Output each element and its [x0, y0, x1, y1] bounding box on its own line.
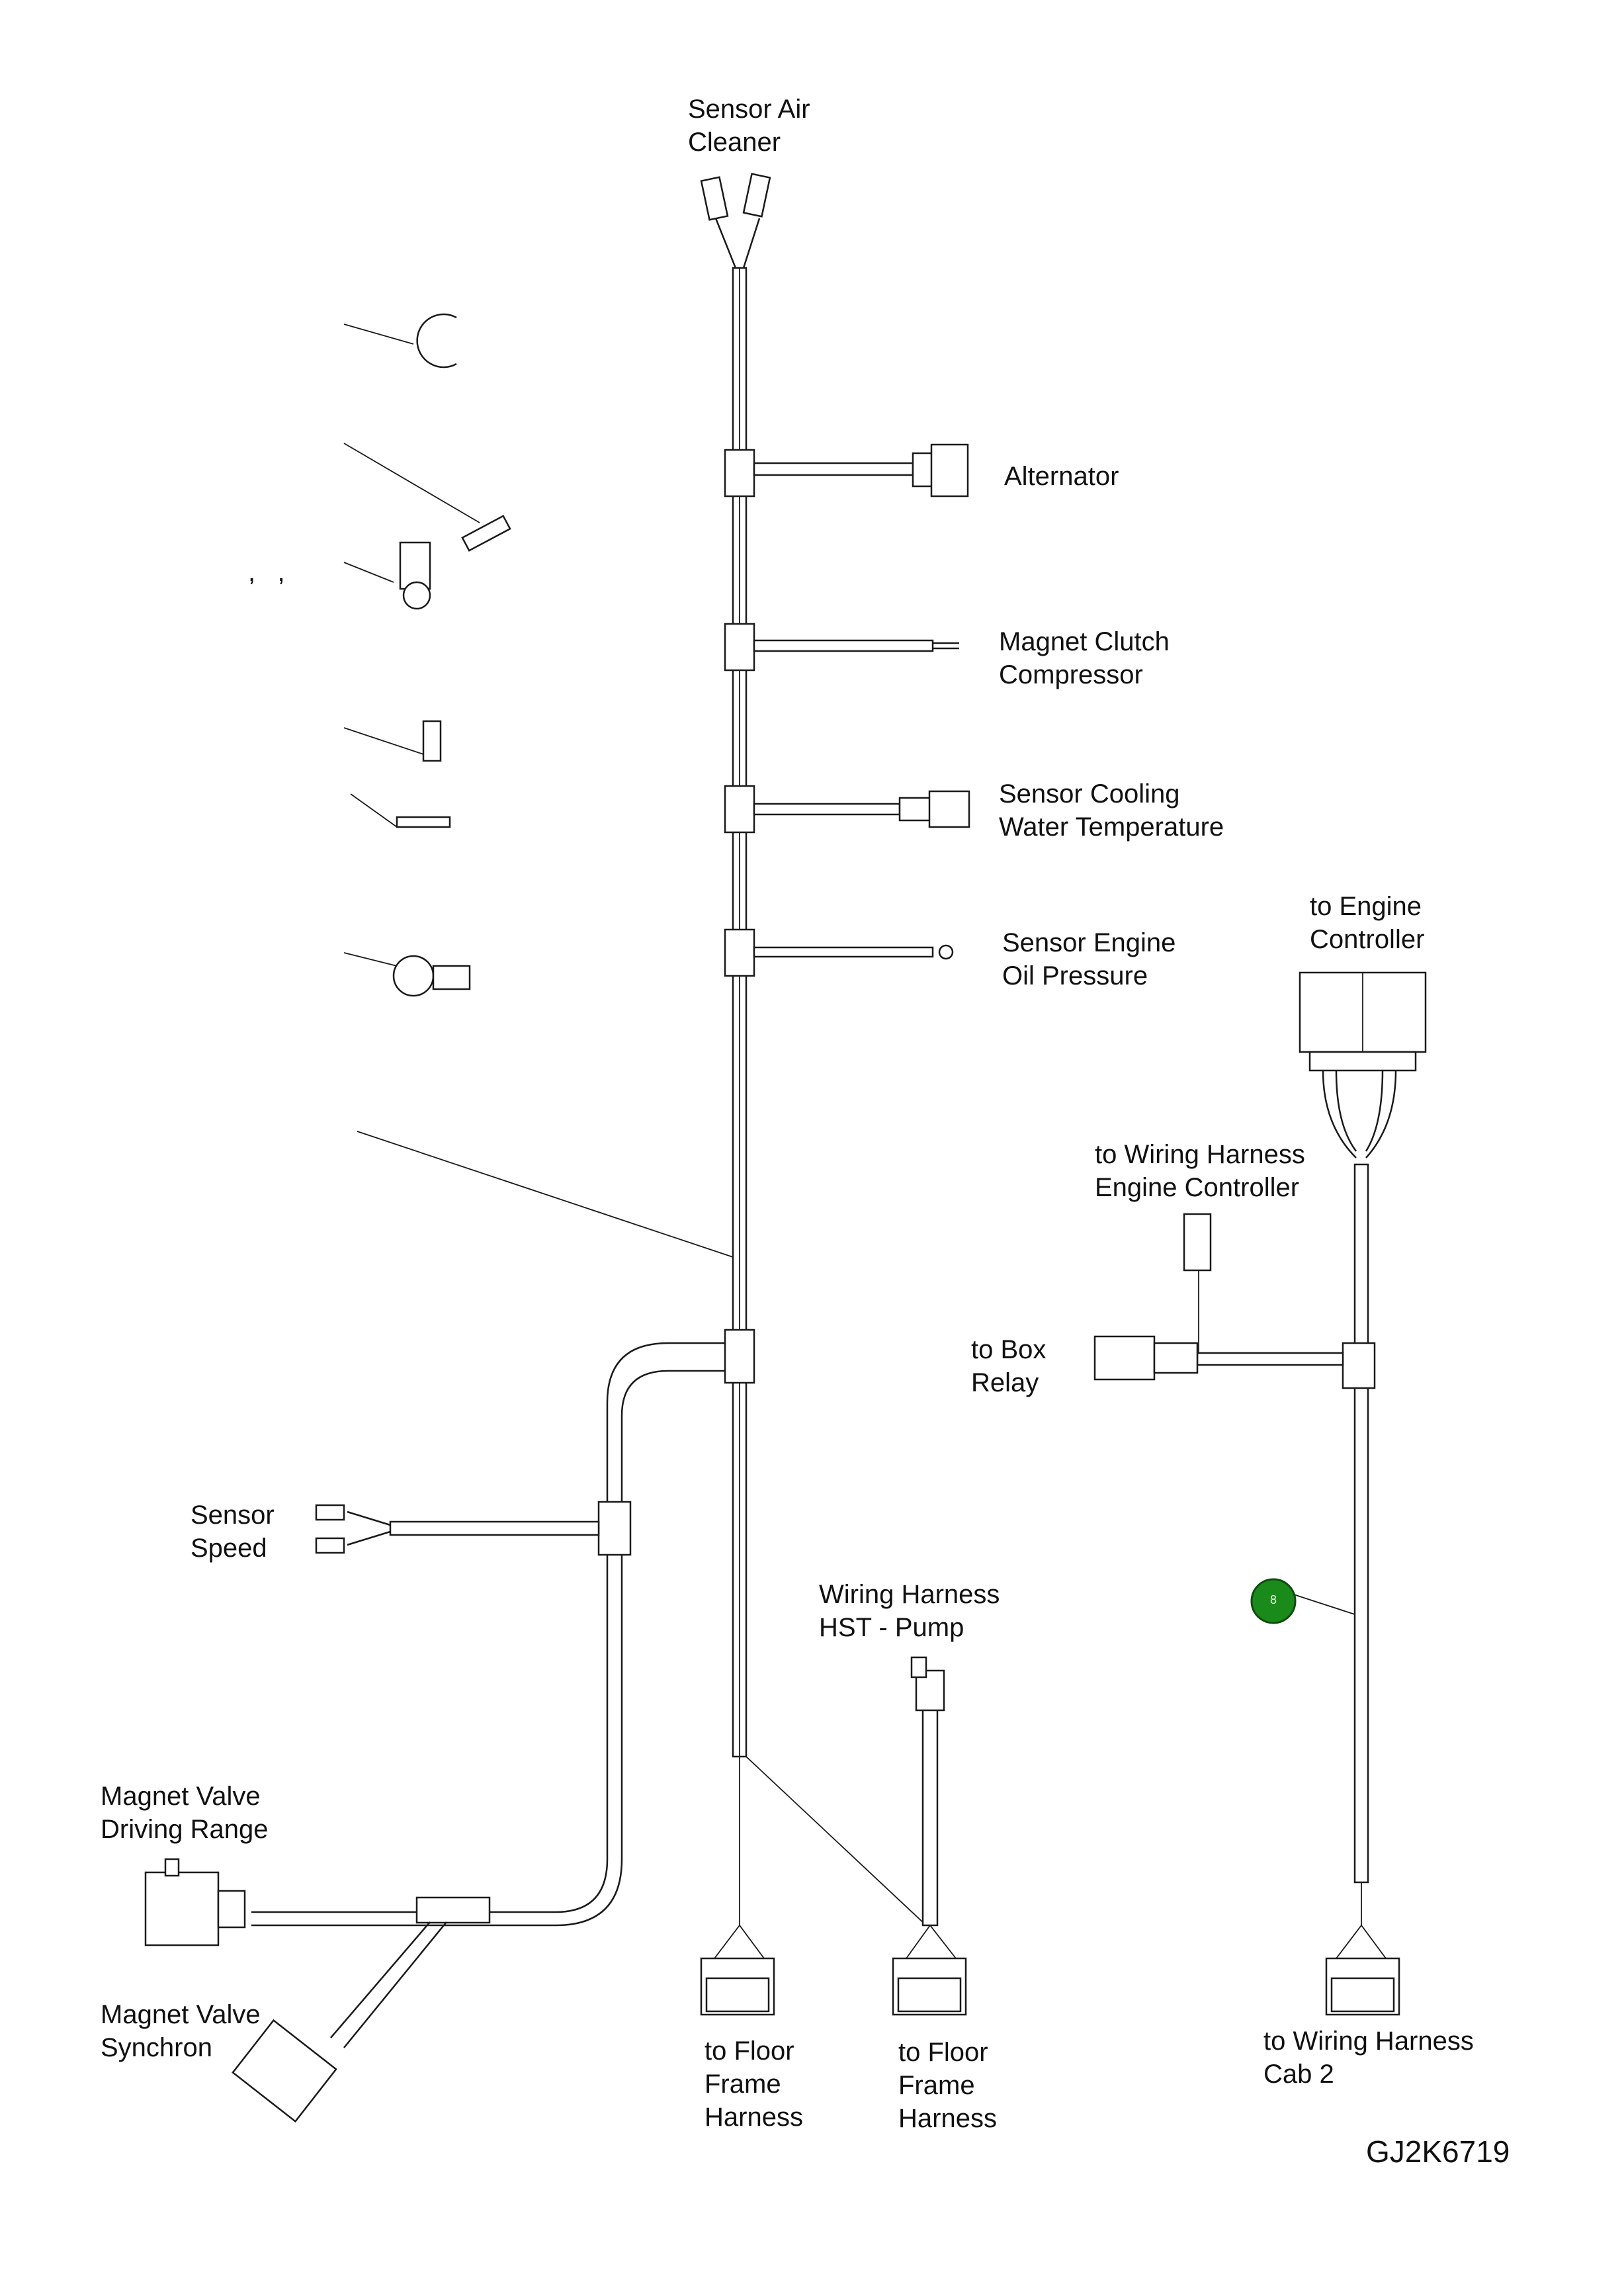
parts-column [343, 313, 734, 1258]
label-harness-cab2: to Wiring Harness Cab 2 [1263, 2027, 1474, 2089]
cab2-connector [1325, 1882, 1400, 2016]
label-floor-frame-1: to Floor Frame Harness [705, 2036, 803, 2132]
magnet-valve-synchron [232, 1921, 447, 2123]
label-floor-frame-2: to Floor Frame Harness [898, 2038, 997, 2133]
label-sensor-speed: Sensor Speed [191, 1501, 275, 1563]
sensor-cooling-branch [753, 790, 970, 828]
sensor-oil-branch [753, 944, 954, 960]
label-magnet-clutch: Magnet Clutch Compressor [999, 627, 1170, 689]
label-magnet-valve-synchron: Magnet Valve Synchron [101, 2000, 261, 2062]
drawing-code: GJ2K6719 [1366, 2134, 1510, 2169]
label-harness-engine-controller: to Wiring Harness Engine Controller [1095, 1140, 1305, 1202]
label-sensor-air-cleaner: Sensor Air Cleaner [688, 95, 810, 157]
label-magnet-valve-driving: Magnet Valve Driving Range [101, 1782, 269, 1844]
label-commas: , , [248, 558, 285, 587]
label-alternator: Alternator [1004, 462, 1119, 491]
label-sensor-cooling: Sensor Cooling Water Temperature [999, 779, 1224, 842]
box-relay-branch [1093, 1213, 1344, 1381]
magnet-clutch-branch [753, 639, 959, 652]
magnet-valve-driving [144, 1858, 491, 1946]
left-loop-branch [251, 1342, 725, 1927]
alternator-branch [753, 443, 969, 498]
air-cleaner-connectors [700, 173, 771, 269]
engine-controller-harness [1299, 971, 1427, 1884]
label-sensor-oil: Sensor Engine Oil Pressure [1002, 928, 1176, 990]
label-box-relay: to Box Relay [971, 1335, 1047, 1397]
hst-pump-branch [746, 1656, 967, 2016]
label-engine-controller: to Engine Controller [1310, 892, 1425, 954]
trunk-junctions [724, 449, 755, 1384]
sensor-speed-branch [315, 1501, 632, 1556]
callout-badge-number: 8 [1269, 1593, 1277, 1606]
label-hst-pump: Wiring Harness HST - Pump [819, 1580, 1000, 1642]
callout-badge [1250, 1578, 1297, 1624]
floor-frame-connector-1 [700, 1757, 775, 2016]
